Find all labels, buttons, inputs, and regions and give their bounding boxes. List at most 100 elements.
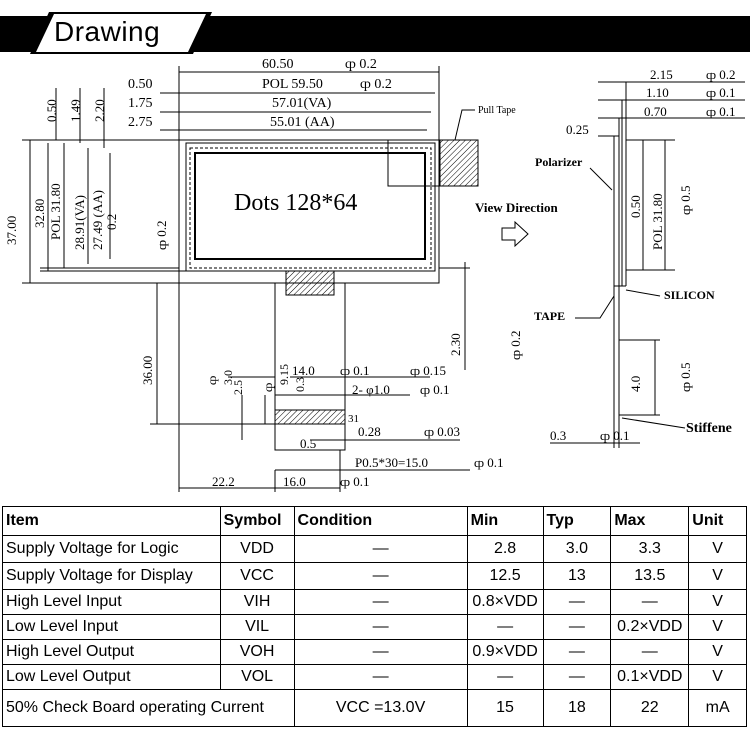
cell-unit: V [688, 639, 747, 665]
cell-condition: — [293, 639, 468, 665]
cell-min: 2.8 [466, 535, 544, 563]
svg-text:2.5: 2.5 [231, 380, 245, 395]
cell-typ: — [542, 614, 612, 640]
svg-text:POL 31.80: POL 31.80 [650, 193, 665, 250]
svg-text:3.0: 3.0 [221, 370, 235, 385]
cell-unit: mA [688, 689, 747, 727]
cell-symbol: VOL [219, 664, 295, 690]
svg-text:ȹ: ȹ [205, 376, 219, 385]
svg-text:ȹ 0.15: ȹ 0.15 [410, 363, 446, 378]
table-header-row: Item Symbol Condition Min Typ Max Unit [2, 506, 747, 536]
svg-text:0.50: 0.50 [128, 77, 153, 92]
svg-text:60.50: 60.50 [262, 57, 294, 72]
svg-text:0.70: 0.70 [644, 104, 667, 119]
svg-text:Pull Tape: Pull Tape [478, 105, 516, 116]
cell-item: High Level Output [2, 639, 221, 665]
svg-text:37.00: 37.00 [4, 216, 19, 245]
svg-text:14.0: 14.0 [292, 363, 315, 378]
cell-unit: V [688, 562, 747, 590]
svg-text:ȹ 0.1: ȹ 0.1 [706, 85, 736, 100]
svg-text:ȹ 0.5: ȹ 0.5 [678, 362, 693, 392]
table-row: High Level Input VIH — 0.8×VDD — — V [2, 589, 747, 615]
svg-text:31: 31 [348, 413, 359, 425]
side-view-labels: 2.15 ȹ 0.2 1.10 ȹ 0.1 0.70 ȹ 0.1 0.25 Po… [534, 67, 736, 443]
cell-max: — [610, 589, 690, 615]
svg-text:36.00: 36.00 [140, 356, 155, 385]
cell-min: — [466, 664, 544, 690]
cell-max: 0.2×VDD [610, 614, 690, 640]
svg-text:POL 59.50: POL 59.50 [262, 77, 323, 92]
svg-text:Dots 128*64: Dots 128*64 [234, 190, 357, 216]
table-row: High Level Output VOH — 0.9×VDD — — V [2, 639, 747, 665]
col-min: Min [466, 506, 544, 536]
svg-text:ȹ 0.1: ȹ 0.1 [340, 363, 370, 378]
cell-typ: 13 [542, 562, 612, 590]
svg-text:2.30: 2.30 [448, 333, 463, 356]
svg-text:POL 31.80: POL 31.80 [48, 183, 63, 240]
cell-max: 3.3 [610, 535, 690, 563]
cell-symbol: VIH [219, 589, 295, 615]
table-row: Low Level Input VIL — — — 0.2×VDD V [2, 614, 747, 640]
svg-text:1.10: 1.10 [646, 85, 669, 100]
svg-text:2.75: 2.75 [128, 115, 153, 130]
svg-text:P0.5*30=15.0: P0.5*30=15.0 [355, 455, 428, 470]
svg-text:0.5: 0.5 [300, 436, 316, 451]
svg-text:55.01 (AA): 55.01 (AA) [270, 115, 335, 130]
cell-item: Low Level Output [2, 664, 221, 690]
svg-text:0.25: 0.25 [566, 122, 589, 137]
table-row: Supply Voltage for Logic VDD — 2.8 3.0 3… [2, 535, 747, 563]
side-view-outline [550, 81, 745, 448]
cell-typ: — [542, 639, 612, 665]
cell-condition: — [293, 535, 468, 563]
svg-text:2.15: 2.15 [650, 67, 673, 82]
cell-condition: — [293, 562, 468, 590]
cell-typ: — [542, 589, 612, 615]
table-row: Supply Voltage for Display VCC — 12.5 13… [2, 562, 747, 590]
svg-text:View Direction: View Direction [475, 200, 558, 215]
svg-text:ȹ: ȹ [261, 383, 275, 392]
svg-text:ȹ 0.2: ȹ 0.2 [154, 220, 169, 250]
cell-unit: V [688, 589, 747, 615]
table-row: Low Level Output VOL — — — 0.1×VDD V [2, 664, 747, 690]
svg-text:ȹ 0.1: ȹ 0.1 [420, 382, 450, 397]
cell-item: Low Level Input [2, 614, 221, 640]
svg-text:22.2: 22.2 [212, 474, 235, 489]
svg-text:0.50: 0.50 [628, 195, 643, 218]
cell-max: 0.1×VDD [610, 664, 690, 690]
cell-item: 50% Check Board operating Current [2, 689, 295, 727]
cell-symbol: VDD [219, 535, 295, 563]
cell-min: 15 [466, 689, 544, 727]
svg-text:0.2: 0.2 [104, 214, 119, 230]
svg-text:ȹ 0.1: ȹ 0.1 [474, 455, 504, 470]
svg-text:0.3: 0.3 [550, 428, 566, 443]
svg-text:ȹ 0.1: ȹ 0.1 [340, 474, 370, 489]
col-item: Item [2, 506, 221, 536]
cell-item: Supply Voltage for Display [2, 562, 221, 590]
table-row: 50% Check Board operating Current VCC =1… [2, 689, 747, 727]
svg-text:27.49 (AA): 27.49 (AA) [90, 190, 105, 250]
svg-text:ȹ 0.2: ȹ 0.2 [508, 330, 523, 360]
cell-condition: VCC =13.0V [293, 689, 468, 727]
cell-max: 22 [610, 689, 690, 727]
cell-unit: V [688, 614, 747, 640]
header-tab [36, 14, 206, 52]
svg-text:9.15: 9.15 [277, 364, 291, 385]
cell-min: 0.8×VDD [466, 589, 544, 615]
cell-item: Supply Voltage for Logic [2, 535, 221, 563]
cell-max: — [610, 639, 690, 665]
svg-text:Polarizer: Polarizer [535, 155, 583, 169]
col-unit: Unit [688, 506, 747, 536]
svg-text:4.0: 4.0 [628, 376, 643, 392]
mechanical-drawing: 60.50 ȹ 0.2 0.50 POL 59.50 ȹ 0.2 1.75 57… [4, 57, 745, 492]
cell-max: 13.5 [610, 562, 690, 590]
svg-text:0.3: 0.3 [293, 377, 307, 392]
svg-text:Stiffene: Stiffene [686, 421, 732, 436]
col-symbol: Symbol [219, 506, 295, 536]
cell-condition: — [293, 664, 468, 690]
cell-condition: — [293, 589, 468, 615]
svg-text:1.75: 1.75 [128, 96, 153, 111]
svg-text:ȹ 0.2: ȹ 0.2 [345, 57, 377, 72]
cell-unit: V [688, 664, 747, 690]
col-condition: Condition [293, 506, 468, 536]
cell-unit: V [688, 535, 747, 563]
